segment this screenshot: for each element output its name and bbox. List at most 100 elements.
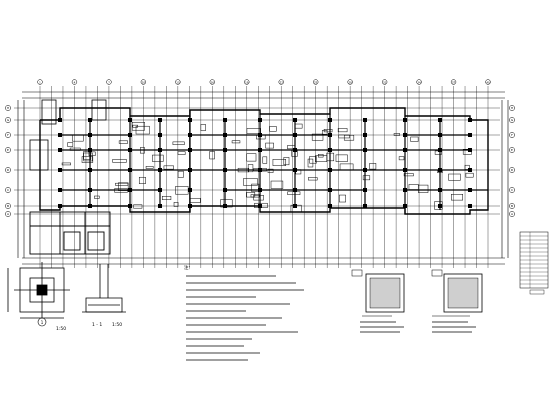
column xyxy=(363,168,367,172)
grid-label-left: B xyxy=(7,204,9,208)
grid-label-top: 4 xyxy=(74,80,76,84)
detail-2-section: 1 - 1 1:50 xyxy=(82,264,126,328)
beam-mark xyxy=(369,163,377,170)
grid-label-right: H xyxy=(511,106,513,110)
column xyxy=(158,204,162,208)
column xyxy=(403,204,407,208)
beam-mark xyxy=(272,159,287,166)
beam-marks xyxy=(61,121,474,213)
grid-bubble-left xyxy=(5,132,11,138)
column xyxy=(468,148,472,152)
detail-2-scale: 1:50 xyxy=(112,322,122,328)
column xyxy=(58,118,62,122)
beam-mark xyxy=(321,130,328,135)
grid-bubble-right xyxy=(509,211,515,217)
column xyxy=(438,188,442,192)
column xyxy=(88,133,92,137)
grid-bubble-right xyxy=(509,167,515,173)
column xyxy=(258,148,262,152)
column xyxy=(58,204,62,208)
grid-bubble-top xyxy=(450,79,457,85)
beam-mark xyxy=(287,145,296,150)
column xyxy=(328,188,332,192)
beam-mark xyxy=(283,157,290,166)
vertical-grid-lines xyxy=(39,86,489,268)
column xyxy=(88,204,92,208)
beam-mark xyxy=(131,121,145,131)
structural-columns xyxy=(58,118,472,208)
grid-label-top: 1 xyxy=(39,80,41,84)
column xyxy=(158,118,162,122)
column xyxy=(403,188,407,192)
grid-label-top: 40 xyxy=(486,80,490,84)
beam-mark xyxy=(314,155,328,162)
column xyxy=(363,133,367,137)
grid-label-left: A xyxy=(7,212,10,216)
column xyxy=(58,133,62,137)
reinforcement-detail-b xyxy=(431,269,483,333)
column xyxy=(128,148,132,152)
beam-mark xyxy=(112,159,127,163)
beam-mark xyxy=(94,195,100,199)
column xyxy=(158,168,162,172)
column xyxy=(328,133,332,137)
column xyxy=(293,118,297,122)
dimension-lines xyxy=(17,91,509,265)
column xyxy=(293,188,297,192)
beam-mark xyxy=(132,124,138,128)
beam-mark xyxy=(307,158,314,168)
schedule-table xyxy=(519,231,549,295)
column xyxy=(438,118,442,122)
beam-mark xyxy=(83,152,93,162)
column xyxy=(188,148,192,152)
column xyxy=(293,133,297,137)
column xyxy=(258,133,262,137)
beam-mark xyxy=(339,194,346,203)
detail-2-label: 1 - 1 xyxy=(92,322,102,328)
beam-mark xyxy=(262,156,268,164)
beam-mark xyxy=(67,142,74,147)
interior-walls xyxy=(60,114,488,214)
grid-label-right: F xyxy=(511,133,513,137)
beam-mark xyxy=(88,151,96,156)
column xyxy=(438,148,442,152)
beam-mark xyxy=(265,142,274,149)
column xyxy=(468,188,472,192)
grid-label-right: C xyxy=(511,188,513,192)
column xyxy=(363,118,367,122)
beam-mark xyxy=(163,165,174,170)
grid-bubble-right xyxy=(509,105,515,111)
beam-mark xyxy=(393,133,400,136)
column xyxy=(258,188,262,192)
grid-label-left: G xyxy=(7,118,10,122)
column xyxy=(438,204,442,208)
beam-mark xyxy=(177,170,184,178)
column xyxy=(328,148,332,152)
grid-label-top: 37 xyxy=(452,80,456,84)
beam-mark xyxy=(152,154,164,162)
detail-1-scale: 1:50 xyxy=(56,326,66,332)
beam-mark xyxy=(465,172,474,178)
grid-bubble-right xyxy=(509,132,515,138)
grid-bubble-left xyxy=(5,147,11,153)
beam-mark xyxy=(81,156,94,163)
column xyxy=(58,188,62,192)
grid-bubble-right xyxy=(509,203,515,209)
grid-bubble-left xyxy=(5,211,11,217)
column xyxy=(128,168,132,172)
beam-mark xyxy=(418,184,429,193)
beam-mark xyxy=(253,195,264,201)
beam-mark xyxy=(69,147,81,151)
grid-bubble-left xyxy=(5,117,11,123)
beam-mark xyxy=(140,147,145,154)
column xyxy=(223,168,227,172)
beam-mark xyxy=(209,151,215,160)
grid-bubble-top xyxy=(175,79,181,85)
column xyxy=(223,133,227,137)
grid-label-top: 31 xyxy=(383,80,387,84)
grid-label-top: 28 xyxy=(348,80,352,84)
beam-mark xyxy=(408,184,419,190)
beam-mark xyxy=(118,182,129,191)
